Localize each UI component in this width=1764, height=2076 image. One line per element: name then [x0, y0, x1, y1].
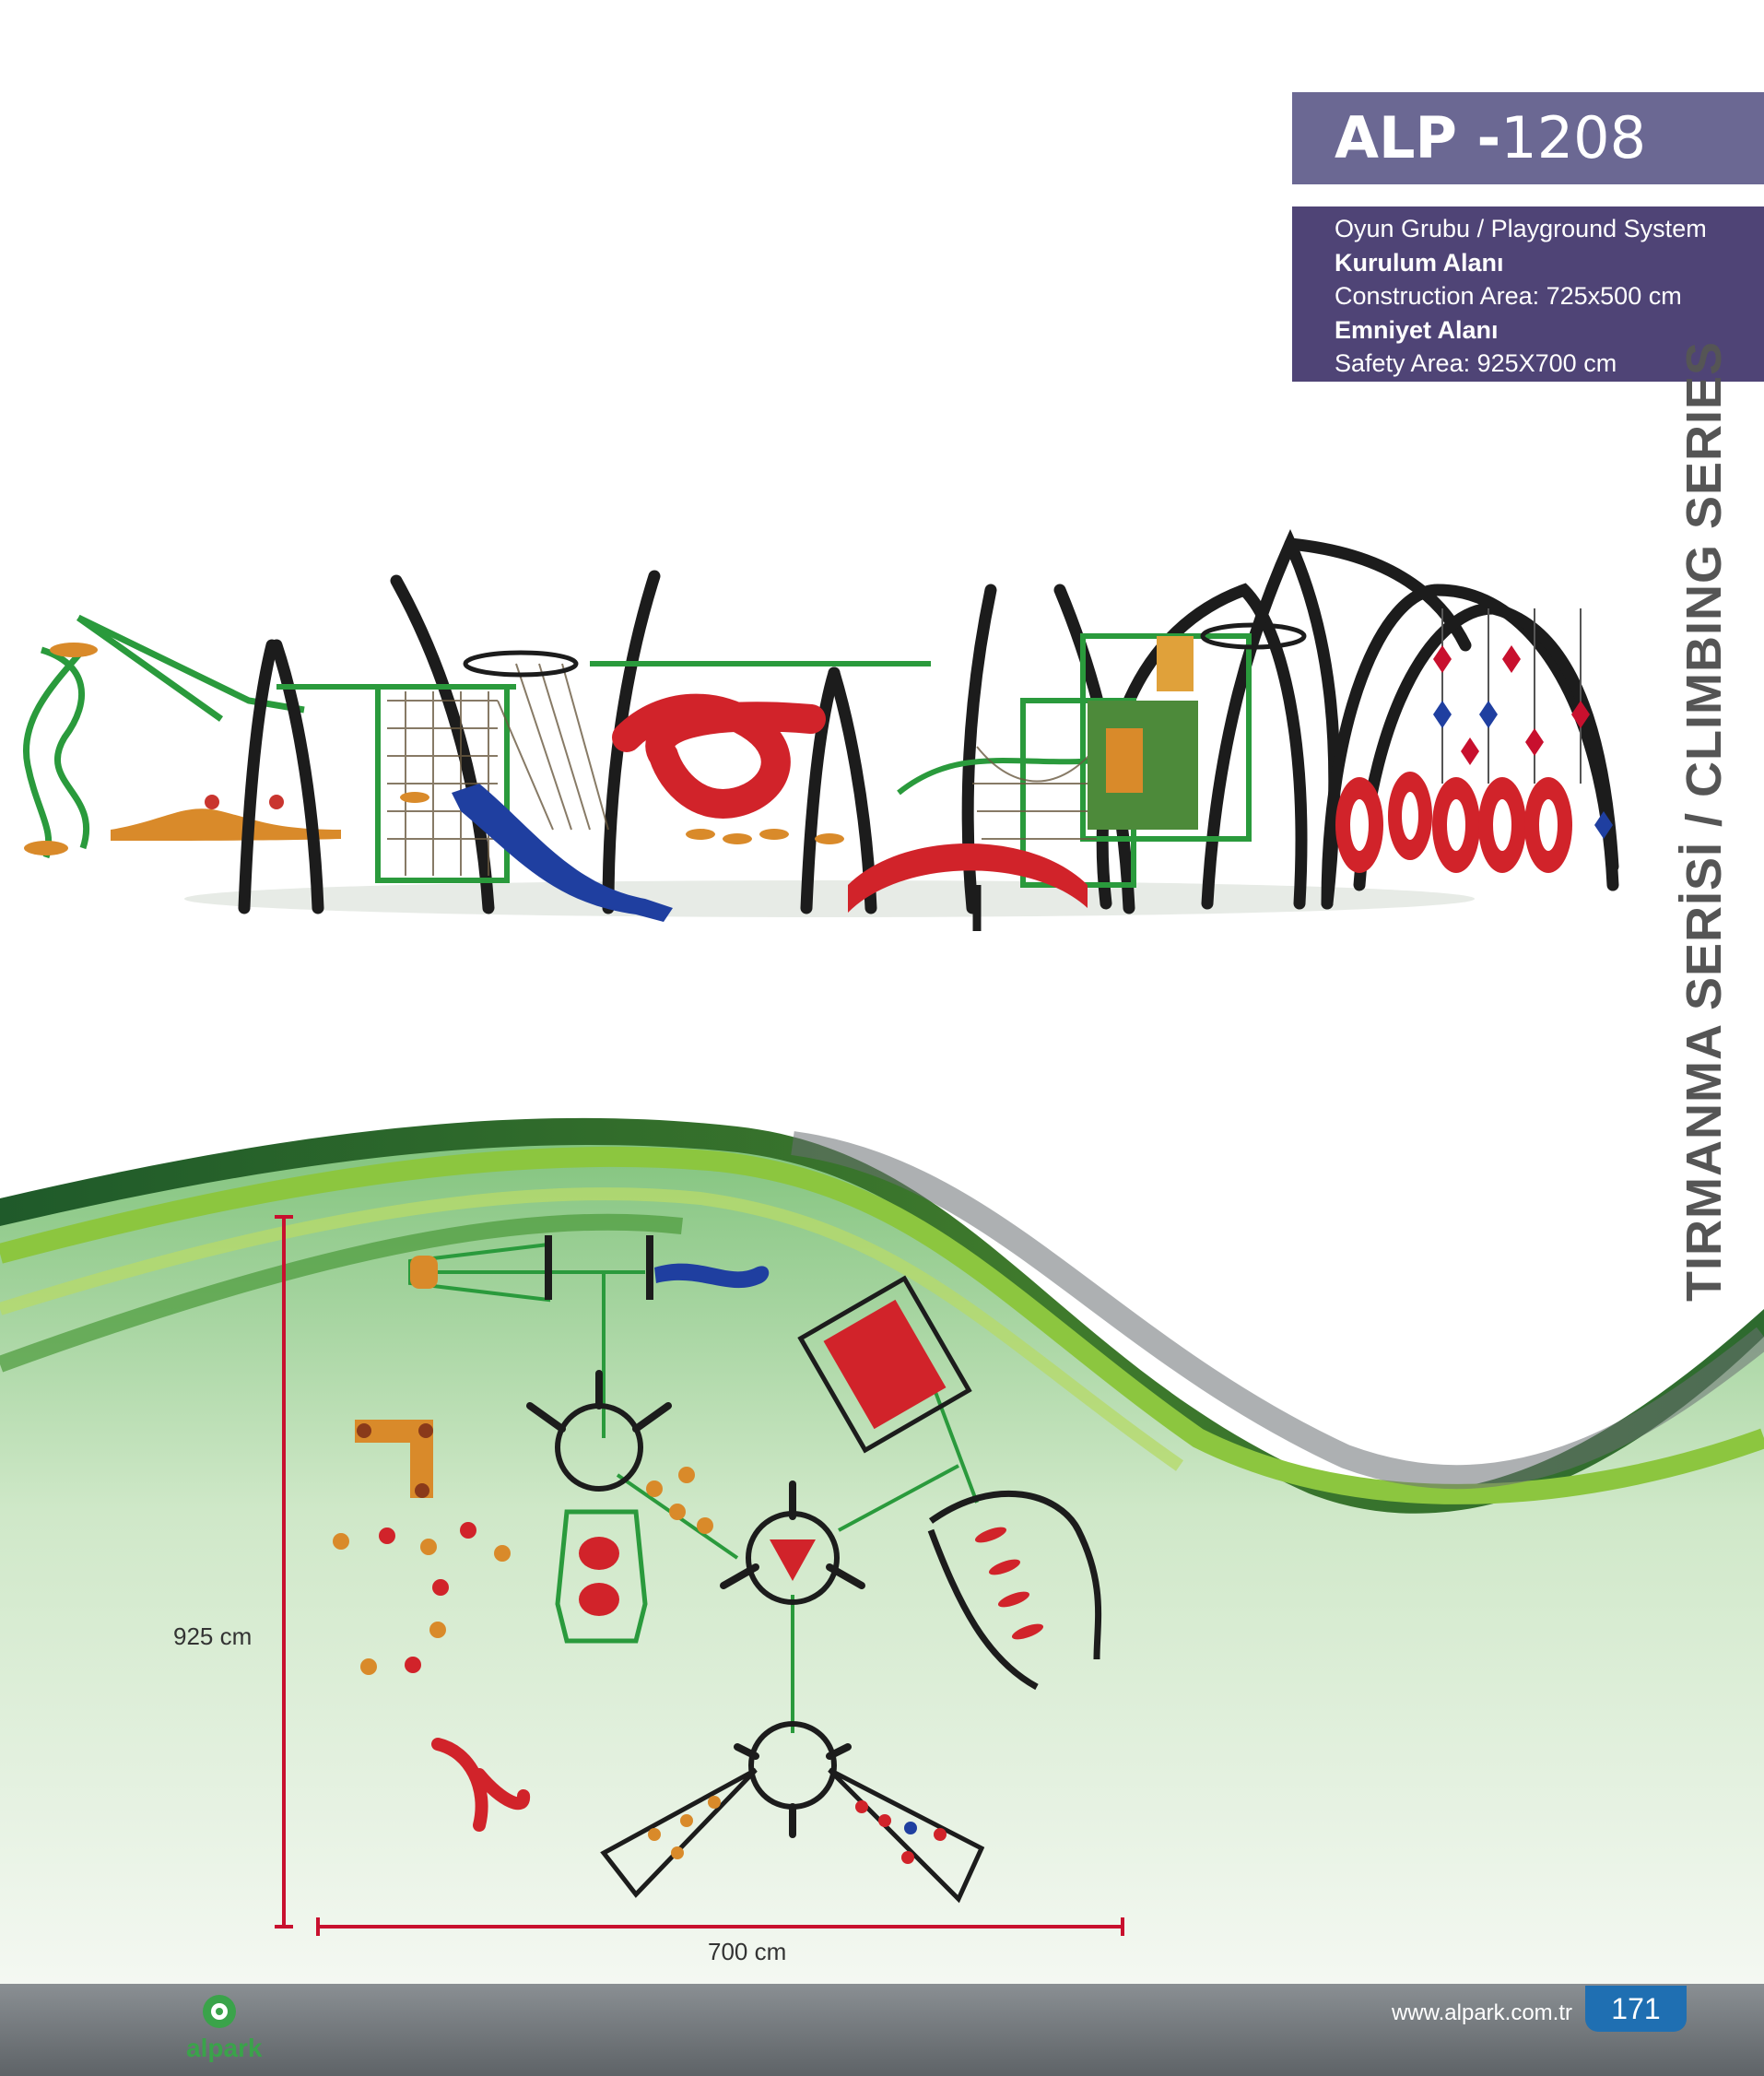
- page-number: 171: [1585, 1986, 1687, 2032]
- title-prefix: ALP -: [1335, 104, 1501, 171]
- background-wave: [0, 1117, 1764, 1984]
- footer-bar: [0, 1984, 1764, 2076]
- playground-elevation-illustration: [23, 528, 1619, 931]
- title-number: 1208: [1500, 104, 1647, 171]
- install-heading: Kurulum Alanı: [1335, 248, 1504, 277]
- site-plan-illustration: [333, 1235, 1102, 1904]
- dimension-lines: [275, 1215, 1124, 1936]
- safety-area: Safety Area: 925X700 cm: [1335, 349, 1617, 377]
- website-link[interactable]: www.alpark.com.tr: [1391, 2000, 1572, 2025]
- height-dimension-label: 925 cm: [173, 1622, 253, 1650]
- safety-heading: Emniyet Alanı: [1335, 315, 1499, 344]
- system-type: Oyun Grubu / Playground System: [1335, 215, 1707, 242]
- construction-area: Construction Area: 725x500 cm: [1335, 282, 1682, 310]
- alpark-logo-icon: [203, 1995, 236, 2028]
- product-code-title: ALP -1208: [1292, 92, 1764, 184]
- logo-wordmark: alpark: [186, 2034, 263, 2062]
- series-label: TIRMANMA SERİSİ / CLIMBING SERIES: [1676, 340, 1732, 1302]
- specifications-box: Oyun Grubu / Playground System Kurulum A…: [1292, 206, 1764, 382]
- width-dimension-label: 700 cm: [708, 1938, 787, 1965]
